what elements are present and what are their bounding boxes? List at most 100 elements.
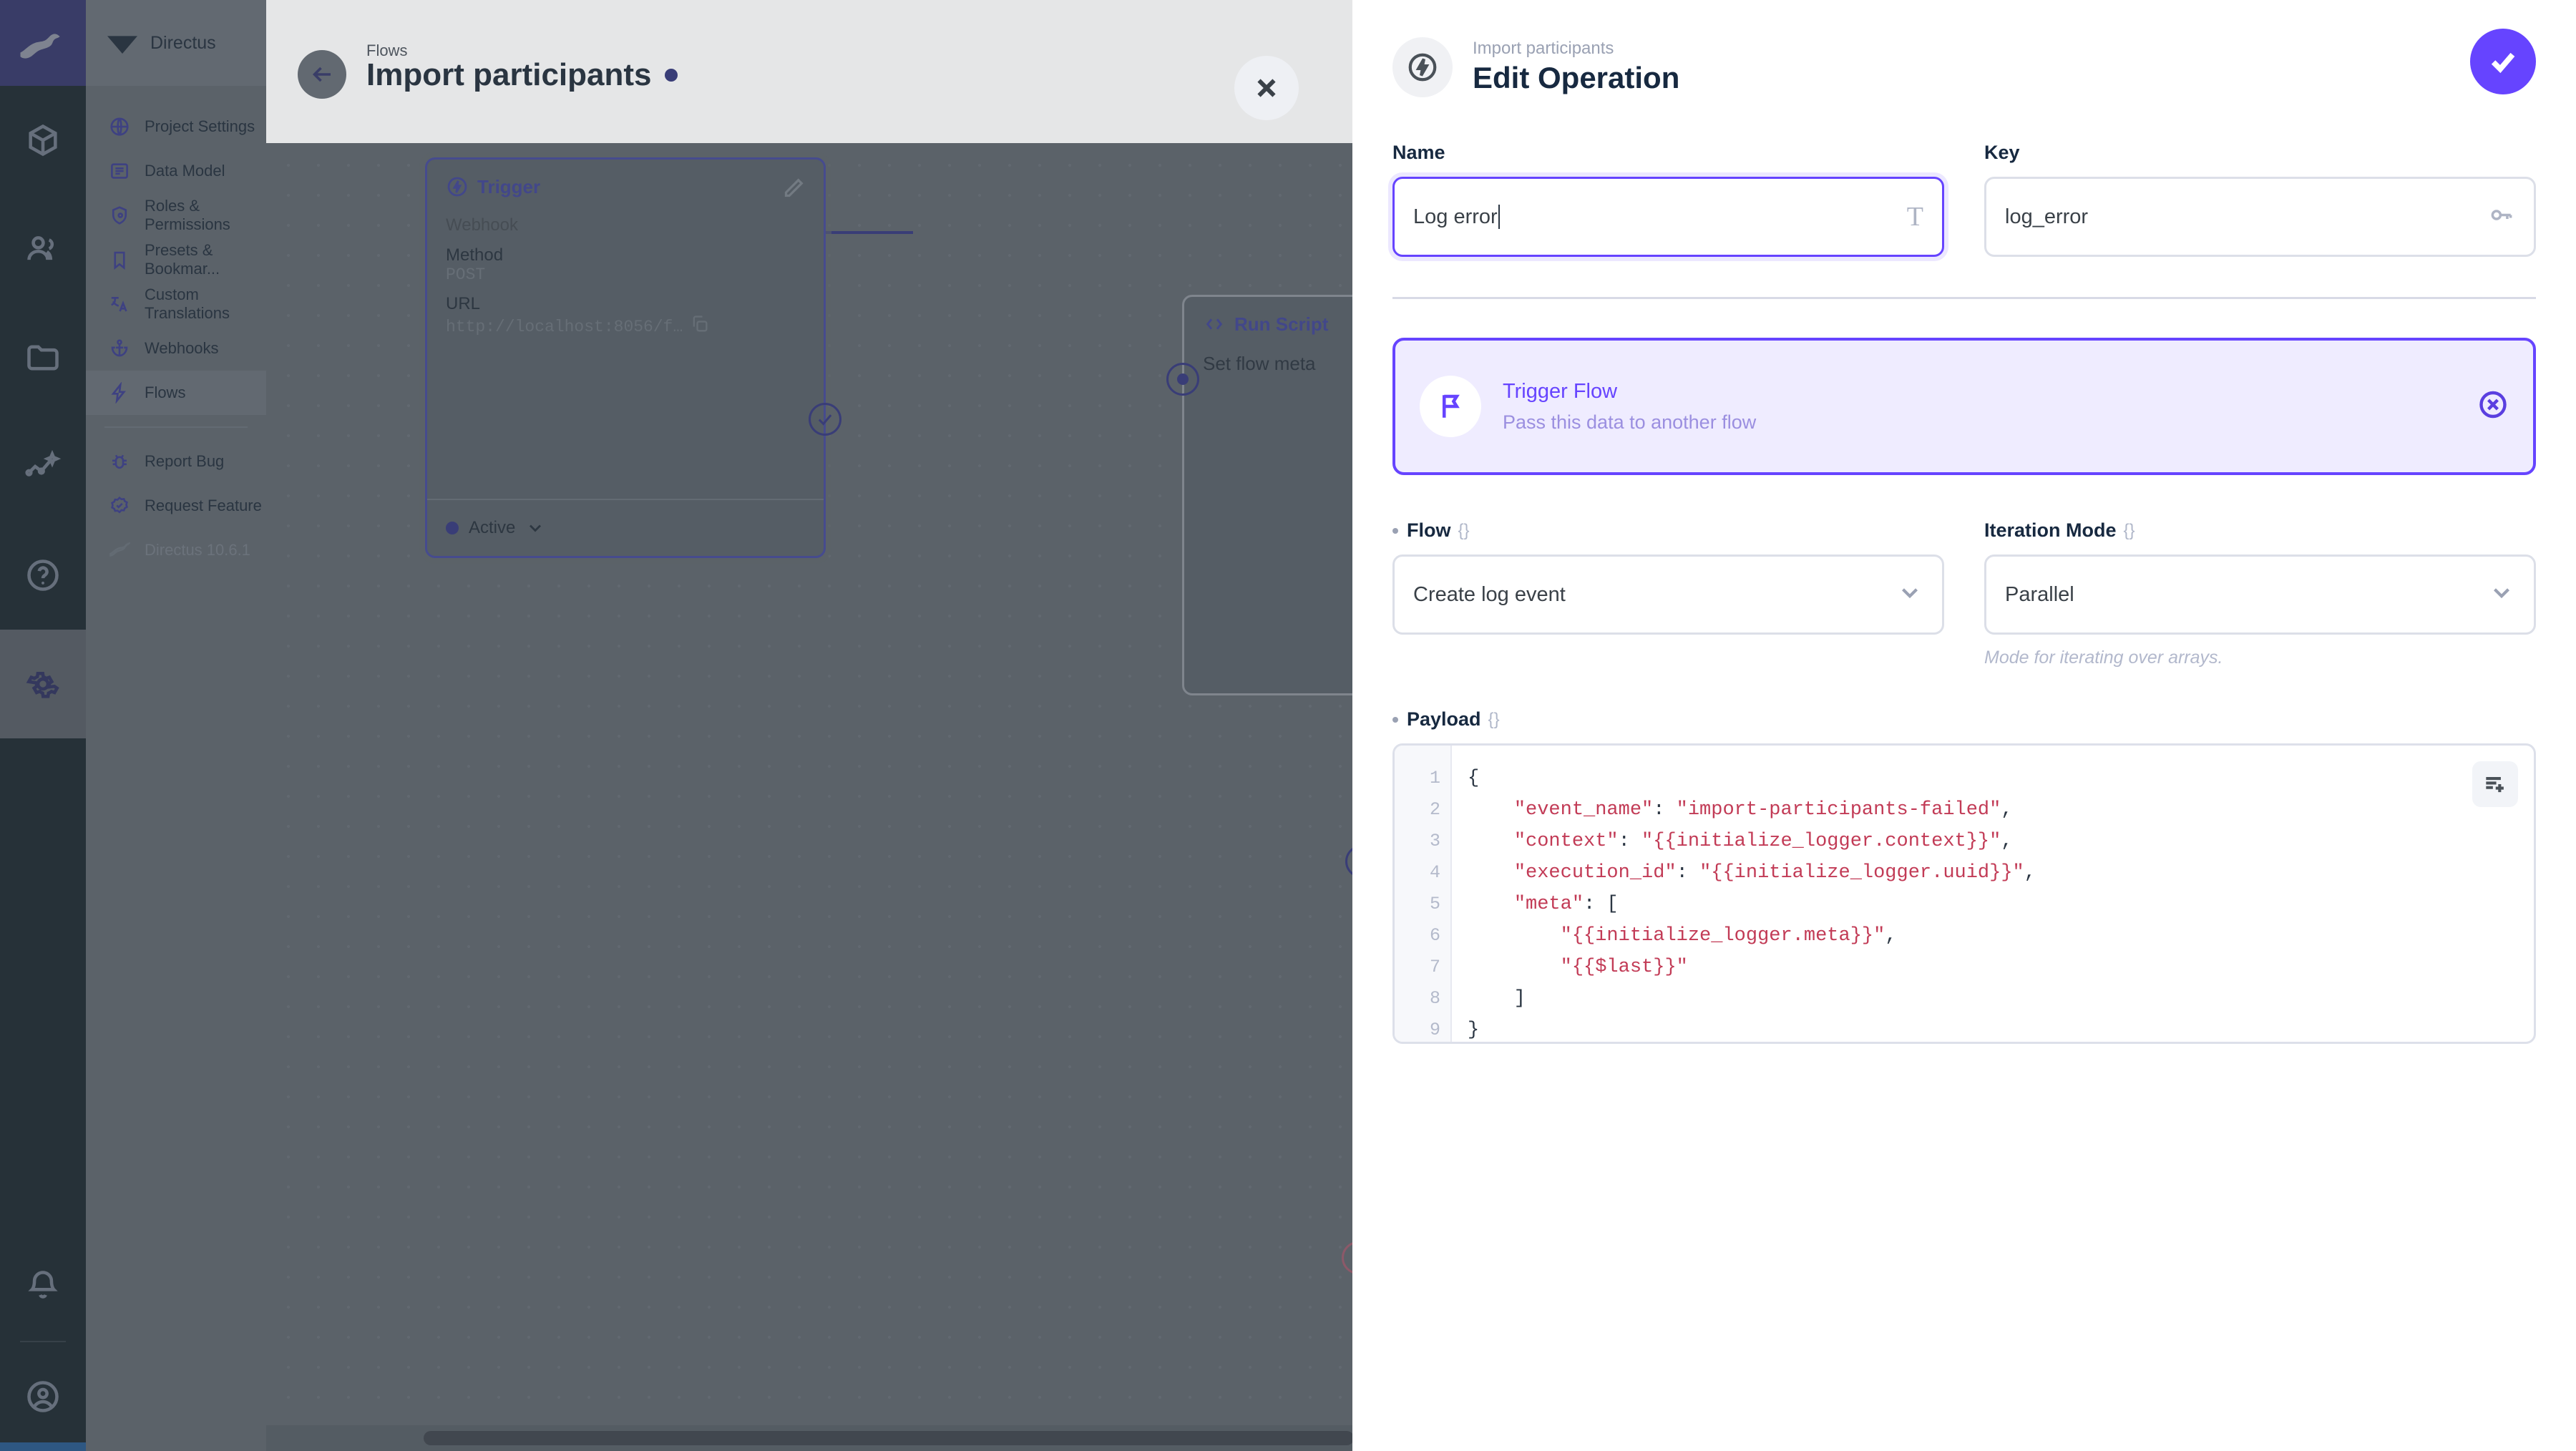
- bug-icon: [107, 449, 132, 474]
- rail-accent-bar: [0, 1442, 86, 1451]
- box-icon: [29, 124, 57, 157]
- module-rail-items: [0, 86, 86, 738]
- copy-icon[interactable]: [690, 314, 710, 339]
- scrollbar-thumb[interactable]: [424, 1431, 1354, 1445]
- key-icon: [2488, 202, 2515, 233]
- nav-label: Directus 10.6.1: [145, 541, 250, 559]
- node-field-label: Method: [446, 245, 504, 265]
- iteration-label: Iteration Mode {}: [1984, 519, 2536, 542]
- page-title-text: Import participants: [366, 57, 652, 92]
- nav-item-flows[interactable]: Flows: [86, 371, 266, 415]
- save-button[interactable]: [2470, 29, 2536, 94]
- nav-label: Project Settings: [145, 117, 255, 135]
- key-input[interactable]: log_error: [1984, 177, 2536, 257]
- edit-node-button[interactable]: [781, 175, 806, 206]
- code-content[interactable]: { "event_name": "import-participants-fai…: [1468, 768, 2036, 1041]
- rail-item-users[interactable]: [0, 195, 86, 303]
- brand-label: Directus: [150, 32, 216, 53]
- node-field-label: URL: [446, 294, 481, 313]
- flow-iteration-row: Flow {} Create log event Iteration Mode …: [1392, 519, 2536, 668]
- anchor-icon: [107, 336, 132, 361]
- nav-item-request-feature[interactable]: Request Feature: [86, 484, 266, 528]
- node-port-success[interactable]: [809, 403, 841, 436]
- breadcrumb[interactable]: Flows: [366, 41, 408, 59]
- name-input[interactable]: Log error T: [1392, 177, 1944, 257]
- page-title: Import participants: [366, 57, 678, 93]
- rail-item-files[interactable]: [0, 303, 86, 412]
- arrow-left-icon: [312, 67, 331, 82]
- module-rail: [0, 0, 86, 1451]
- flow-field-group: Flow {} Create log event: [1392, 519, 1944, 668]
- nav-item-roles-permissions[interactable]: Roles & Permissions: [86, 193, 266, 238]
- flow-node-trigger[interactable]: Trigger Webhook Method POST URL http://l…: [425, 157, 841, 558]
- flag-icon: [1442, 394, 1460, 418]
- settings-nav-panel: Directus Project Settings Data Model Rol…: [86, 0, 266, 1451]
- check-icon: [2491, 52, 2515, 74]
- chart-sparkle-icon: [25, 449, 62, 477]
- clear-operation-type-button[interactable]: [2477, 389, 2509, 424]
- key-label: Key: [1984, 142, 2020, 163]
- nav-item-custom-translations[interactable]: Custom Translations: [86, 282, 266, 326]
- nav-footer-items: Report Bug Request Feature Directus 10.6…: [86, 439, 266, 572]
- iteration-select[interactable]: Parallel: [1984, 554, 2536, 635]
- chevron-down-icon: [2488, 580, 2515, 610]
- rail-item-account[interactable]: [0, 1342, 86, 1451]
- translate-icon: [107, 292, 132, 316]
- nav-brand[interactable]: Directus: [86, 0, 266, 86]
- key-field-group: Key log_error: [1984, 142, 2536, 257]
- drawer-breadcrumb: Import participants: [1473, 38, 1614, 58]
- operation-type-text: Trigger Flow Pass this data to another f…: [1503, 376, 1756, 436]
- active-dot-icon: [446, 522, 459, 534]
- pencil-icon: [784, 178, 804, 197]
- directus-logo[interactable]: [0, 0, 86, 86]
- braces-icon: {}: [1458, 520, 1470, 540]
- format-list-add-icon[interactable]: [2472, 761, 2518, 807]
- drawer-header-text: Import participants Edit Operation: [1473, 38, 1679, 97]
- rail-item-settings[interactable]: [0, 630, 86, 738]
- rail-item-insights[interactable]: [0, 412, 86, 521]
- rail-item-docs[interactable]: [0, 521, 86, 630]
- node-title: Run Script: [1234, 313, 1329, 335]
- drawer-title: Edit Operation: [1473, 60, 1680, 94]
- nav-label: Data Model: [145, 162, 225, 180]
- flow-label: Flow {}: [1392, 519, 1944, 542]
- rail-item-content[interactable]: [0, 86, 86, 195]
- bookmark-icon: [107, 248, 132, 272]
- bolt-icon: [107, 381, 132, 405]
- back-button[interactable]: [298, 50, 346, 99]
- directus-rabbit-logo-icon: [107, 538, 132, 562]
- nav-item-version: Directus 10.6.1: [86, 528, 266, 572]
- close-drawer-button[interactable]: [1234, 56, 1299, 120]
- flow-select[interactable]: Create log event: [1392, 554, 1944, 635]
- status-dot-icon: [664, 69, 678, 82]
- flow-select-value: Create log event: [1413, 582, 1566, 606]
- people-icon: [27, 236, 54, 260]
- nav-item-data-model[interactable]: Data Model: [86, 149, 266, 193]
- nav-item-presets-bookmarks[interactable]: Presets & Bookmar...: [86, 238, 266, 282]
- nav-item-report-bug[interactable]: Report Bug: [86, 439, 266, 484]
- nav-label: Report Bug: [145, 452, 225, 470]
- node-status-label: Active: [469, 518, 516, 537]
- operation-type-card[interactable]: Trigger Flow Pass this data to another f…: [1392, 338, 2536, 475]
- node-port-input[interactable]: [1166, 363, 1199, 396]
- rail-item-notifications[interactable]: [0, 1232, 86, 1341]
- node-status[interactable]: Active: [427, 499, 824, 556]
- nav-item-project-settings[interactable]: Project Settings: [86, 104, 266, 149]
- node-body: Webhook Method POST URL http://localhost…: [427, 215, 824, 353]
- folder-icon: [27, 345, 59, 371]
- braces-icon: {}: [2123, 520, 2135, 540]
- shield-account-icon: [107, 203, 132, 228]
- required-dot-icon: [1392, 716, 1398, 723]
- name-input-value: Log error: [1413, 205, 1498, 228]
- directus-rabbit-logo-icon: [20, 34, 60, 59]
- node-field-label: Webhook: [446, 215, 518, 235]
- flow-label-text: Flow: [1407, 519, 1451, 541]
- chevron-down-icon: [1896, 580, 1923, 610]
- text-caret: [1498, 205, 1500, 229]
- name-key-row: Name Log error T Key log_error: [1392, 142, 2536, 257]
- node-name: Set flow meta: [1203, 353, 1316, 374]
- nav-item-webhooks[interactable]: Webhooks: [86, 326, 266, 371]
